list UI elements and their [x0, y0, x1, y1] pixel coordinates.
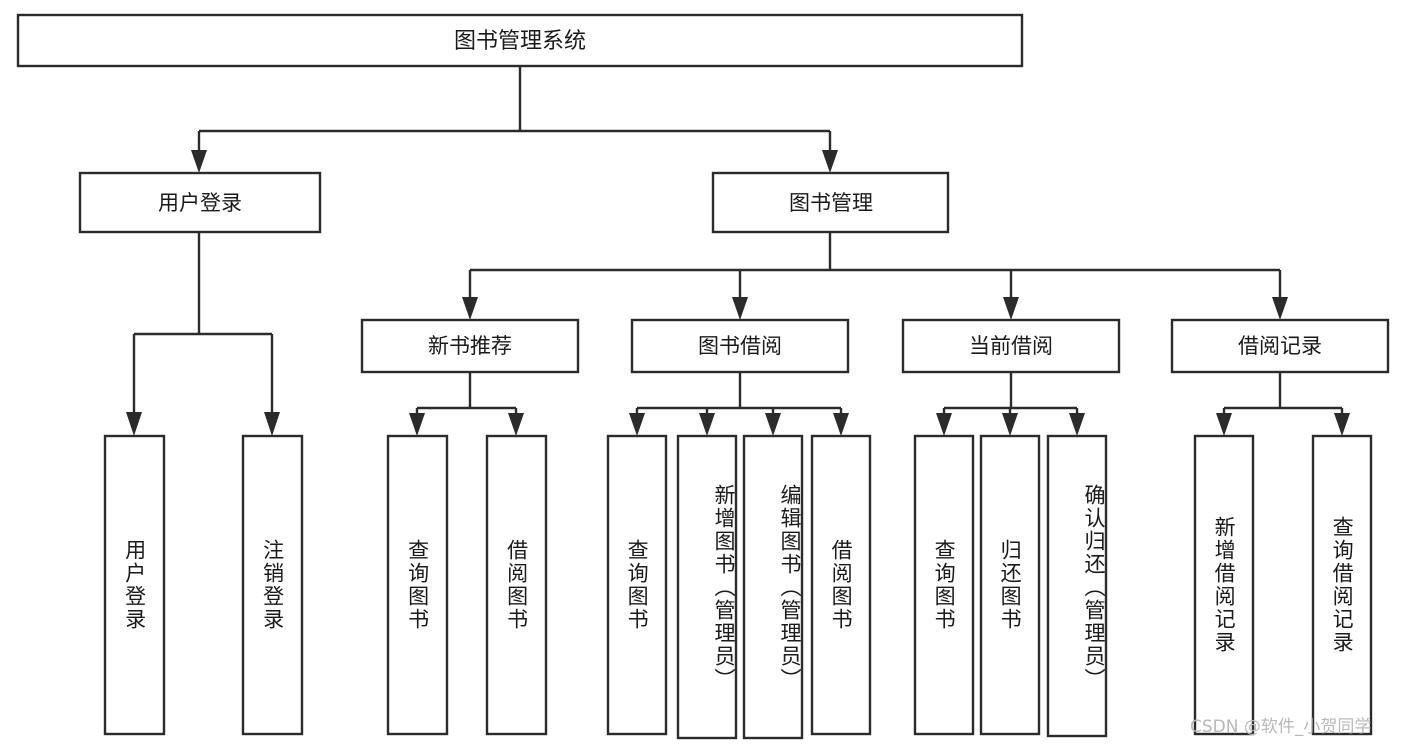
- connector-group-user-login: [126, 232, 280, 436]
- leaf-confirm-return-box[interactable]: [1046, 434, 1108, 738]
- arrow-head-leaf-edit-book: [765, 413, 781, 436]
- csdn-watermark: CSDN @软件_小贺同学: [1190, 717, 1372, 737]
- arrow-head-leaf-confirm-return: [1069, 413, 1085, 436]
- arrow-head-new-book-recommend: [462, 297, 478, 320]
- connector-group-root: [191, 66, 838, 173]
- node-new-book-recommend-box[interactable]: [360, 318, 580, 374]
- leaf-query-book-recommend-box[interactable]: [386, 434, 449, 736]
- arrow-head-leaf-query-book-current: [936, 413, 952, 436]
- arrow-head-leaf-query-borrow-record: [1334, 413, 1350, 436]
- arrow-head-user-login: [191, 150, 207, 173]
- leaf-add-book-box[interactable]: [676, 434, 738, 740]
- node-borrow-record-label: 借阅记录: [1238, 334, 1322, 358]
- arrow-head-book-borrow: [732, 297, 748, 320]
- node-current-borrow-box[interactable]: [901, 318, 1121, 374]
- leaf-edit-book-box[interactable]: [742, 434, 804, 740]
- node-user-login[interactable]: 用户登录: [78, 171, 322, 234]
- leaf-add-borrow-record-box[interactable]: [1193, 434, 1255, 736]
- node-user-login-label: 用户登录: [158, 191, 242, 215]
- arrow-head-leaf-add-borrow-record: [1216, 413, 1232, 436]
- node-book-management[interactable]: 图书管理: [711, 171, 950, 234]
- arrow-head-leaf-return-book: [1002, 413, 1018, 436]
- arrow-head-leaf-query-book-borrow: [629, 413, 645, 436]
- leaf-query-book-current-box[interactable]: [913, 434, 975, 736]
- arrow-head-current-borrow: [1003, 297, 1019, 320]
- arrow-head-leaf-borrow-book: [833, 413, 849, 436]
- leaf-query-borrow-record-box[interactable]: [1311, 434, 1373, 736]
- node-borrow-record-box[interactable]: [1170, 318, 1390, 374]
- leaf-borrow-book-recommend-box[interactable]: [485, 434, 548, 736]
- leaf-boxes: [103, 434, 1373, 740]
- leaf-logout-login-box[interactable]: [241, 434, 304, 736]
- leaf-return-book-box[interactable]: [979, 434, 1041, 736]
- node-root-box[interactable]: [16, 13, 1024, 68]
- node-root-label: 图书管理系统: [454, 29, 586, 54]
- node-current-borrow[interactable]: 当前借阅: [901, 318, 1121, 374]
- node-borrow-record[interactable]: 借阅记录: [1170, 318, 1390, 374]
- leaf-borrow-book-box[interactable]: [810, 434, 872, 736]
- node-book-borrow[interactable]: 图书借阅: [630, 318, 850, 374]
- connector-group-book-borrow: [629, 372, 849, 436]
- node-book-borrow-box[interactable]: [630, 318, 850, 374]
- node-book-management-label: 图书管理: [789, 191, 873, 215]
- connector-group-current-borrow: [936, 372, 1085, 436]
- connector-group-new-book-recommend: [409, 372, 524, 436]
- connector-group-book-management: [462, 232, 1288, 320]
- node-new-book-recommend[interactable]: 新书推荐: [360, 318, 580, 374]
- node-book-borrow-label: 图书借阅: [698, 334, 782, 358]
- node-user-login-box[interactable]: [78, 171, 322, 234]
- arrow-head-leaf-query-book-recommend: [409, 413, 425, 436]
- node-new-book-recommend-label: 新书推荐: [428, 334, 512, 358]
- arrow-head-leaf-logout-login: [264, 412, 280, 436]
- arrow-head-leaf-borrow-book-recommend: [508, 413, 524, 436]
- arrow-head-leaf-user-login: [126, 412, 142, 436]
- arrow-head-borrow-record: [1272, 297, 1288, 320]
- leaf-user-login-box[interactable]: [103, 434, 166, 736]
- node-current-borrow-label: 当前借阅: [969, 334, 1053, 358]
- node-root[interactable]: 图书管理系统: [16, 13, 1024, 68]
- arrow-head-book-management: [822, 150, 838, 173]
- leaf-query-book-borrow-box[interactable]: [606, 434, 668, 736]
- node-book-management-box[interactable]: [711, 171, 950, 234]
- connector-group-borrow-record: [1216, 372, 1350, 436]
- arrow-head-leaf-add-book: [699, 413, 715, 436]
